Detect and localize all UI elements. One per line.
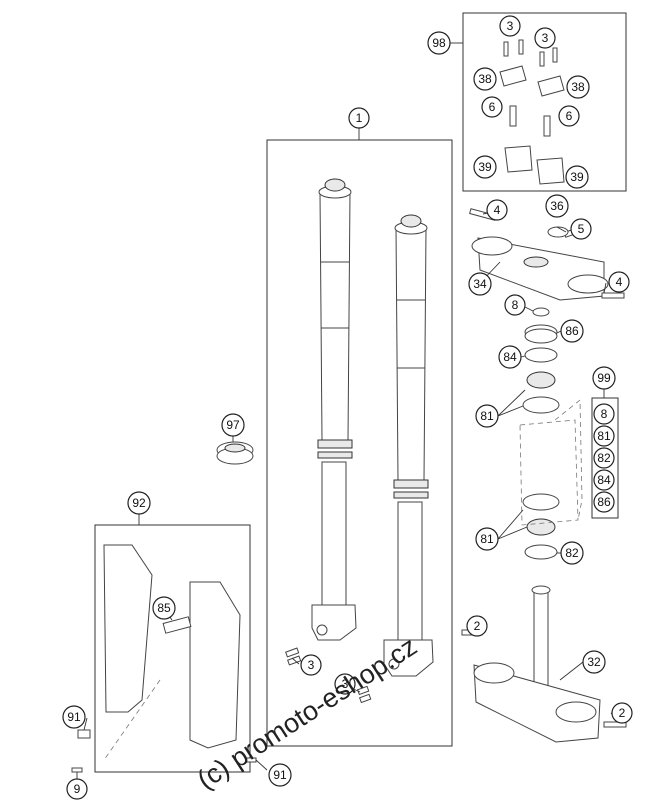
callout-34: 34 [468, 272, 492, 296]
callout-8: 8 [504, 294, 526, 316]
svg-text:98: 98 [432, 36, 446, 50]
svg-text:81: 81 [480, 409, 494, 423]
callout-3-top-right: 3 [534, 27, 556, 49]
svg-text:5: 5 [578, 222, 585, 236]
svg-text:34: 34 [473, 277, 487, 291]
kit-98-parts [499, 39, 565, 185]
callout-4-top: 4 [486, 199, 508, 221]
svg-text:92: 92 [132, 496, 146, 510]
callout-3-top-left: 3 [499, 15, 521, 37]
svg-text:6: 6 [566, 109, 573, 123]
svg-text:38: 38 [571, 80, 585, 94]
svg-text:4: 4 [494, 203, 501, 217]
svg-text:36: 36 [550, 199, 564, 213]
svg-text:82: 82 [565, 546, 579, 560]
callout-91-right: 91 [268, 763, 292, 787]
svg-text:1: 1 [356, 111, 363, 125]
head-tube-outline [519, 399, 583, 526]
svg-text:39: 39 [478, 160, 492, 174]
ring-nut-97 [216, 441, 254, 465]
callout-91-left: 91 [62, 705, 86, 729]
svg-text:9: 9 [74, 782, 81, 796]
svg-text:4: 4 [616, 275, 623, 289]
svg-text:6: 6 [489, 100, 496, 114]
callout-84: 84 [498, 345, 522, 369]
callout-98: 98 [427, 31, 451, 55]
kit-99-item-84: 84 [593, 469, 615, 491]
callout-5: 5 [570, 218, 592, 240]
callout-6-right: 6 [558, 105, 580, 127]
svg-text:39: 39 [570, 170, 584, 184]
callout-85: 85 [152, 596, 176, 620]
callout-39-left: 39 [473, 155, 497, 179]
fork-clamp-bolts [285, 647, 372, 704]
upper-triple-clamp [469, 208, 625, 301]
svg-text:3: 3 [342, 677, 349, 691]
callout-81-lower: 81 [475, 527, 499, 551]
svg-text:86: 86 [565, 324, 579, 338]
svg-text:97: 97 [226, 418, 240, 432]
fork-assembly-box [266, 139, 453, 747]
callout-4-right: 4 [608, 271, 630, 293]
callout-39-right: 39 [565, 165, 589, 189]
callout-32: 32 [582, 650, 606, 674]
svg-text:81: 81 [597, 429, 611, 443]
callout-3-fork-left: 3 [300, 654, 322, 676]
callout-82: 82 [560, 541, 584, 565]
kit-99-item-82: 82 [593, 447, 615, 469]
leader-lines [76, 42, 621, 779]
svg-text:38: 38 [478, 72, 492, 86]
callout-97: 97 [221, 413, 245, 437]
fork-protector-box [94, 524, 251, 773]
svg-text:8: 8 [601, 407, 608, 421]
svg-text:91: 91 [67, 710, 81, 724]
fork-leg-right [383, 214, 434, 677]
callout-86: 86 [560, 319, 584, 343]
kit-99-box [591, 397, 619, 519]
svg-text:3: 3 [507, 19, 514, 33]
svg-text:86: 86 [597, 495, 611, 509]
callout-99: 99 [592, 366, 616, 390]
lower-triple-clamp [461, 585, 627, 743]
callout-2-lower: 2 [611, 702, 633, 724]
svg-text:81: 81 [480, 532, 494, 546]
callout-9: 9 [66, 778, 88, 800]
callout-2-upper: 2 [466, 615, 488, 637]
callout-81-upper: 81 [475, 404, 499, 428]
kit-99-item-81: 81 [593, 425, 615, 447]
kit-99-item-86: 86 [593, 491, 615, 513]
svg-text:3: 3 [542, 31, 549, 45]
fork-protectors [71, 544, 257, 773]
kit-98-box [462, 12, 627, 192]
callout-38-left: 38 [473, 67, 497, 91]
svg-text:84: 84 [597, 473, 611, 487]
callout-36: 36 [545, 194, 569, 218]
callout-92: 92 [127, 491, 151, 515]
callout-38-right: 38 [566, 75, 590, 99]
steering-bearings [522, 307, 560, 560]
kit-99-contents: 8 81 82 84 86 [593, 403, 615, 513]
svg-text:2: 2 [474, 619, 481, 633]
callout-6-left: 6 [481, 96, 503, 118]
svg-text:99: 99 [597, 371, 611, 385]
svg-text:84: 84 [503, 350, 517, 364]
callout-3-fork-right: 3 [334, 673, 356, 695]
svg-text:91: 91 [273, 768, 287, 782]
svg-text:3: 3 [308, 658, 315, 672]
fork-leg-left [311, 178, 357, 641]
svg-text:32: 32 [587, 655, 601, 669]
svg-text:82: 82 [597, 451, 611, 465]
svg-text:2: 2 [619, 706, 626, 720]
kit-99-item-8: 8 [593, 403, 615, 425]
svg-text:85: 85 [157, 601, 171, 615]
svg-text:8: 8 [512, 298, 519, 312]
callout-1: 1 [348, 107, 370, 129]
